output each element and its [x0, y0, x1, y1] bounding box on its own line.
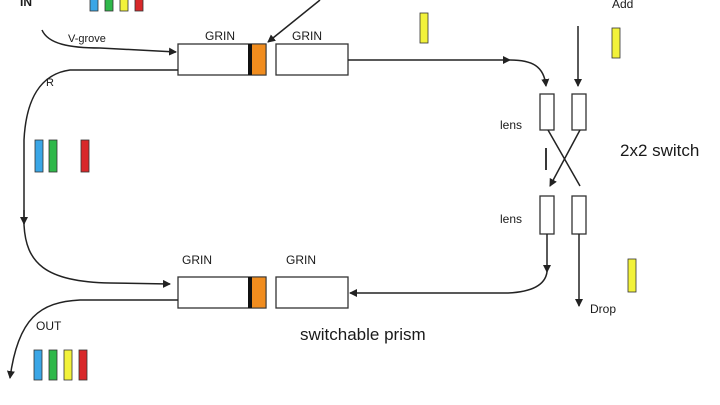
wavelength-group-r: [34, 139, 90, 173]
yellow-wavelength-bar: [627, 258, 637, 293]
label-drop: Drop: [590, 302, 616, 316]
lower-fiber-return: [349, 271, 548, 297]
blue-wavelength-bar: [34, 139, 44, 173]
red-wavelength-bar: [134, 0, 144, 12]
yellow-wavelength-bar: [63, 349, 73, 381]
yellow-wavelength-bar: [419, 12, 429, 44]
label-in: IN: [20, 0, 32, 9]
label-grin-top-right: GRIN: [292, 29, 322, 43]
lens-top-right: [571, 93, 587, 131]
label-grin-bottom-left: GRIN: [182, 253, 212, 267]
switch-cross-a: [547, 129, 581, 187]
prism-top-edge: [248, 44, 252, 75]
yellow-wavelength-bar: [119, 0, 129, 12]
green-wavelength-bar: [48, 349, 58, 381]
switch-cross-b: [549, 129, 581, 187]
red-wavelength-bar: [78, 349, 88, 381]
top-fiber-bend: [509, 59, 550, 87]
prism-top: [249, 43, 267, 76]
prism-bottom: [249, 276, 267, 309]
wavelength-group-drop: [627, 258, 637, 293]
label-out: OUT: [36, 319, 62, 333]
wavelength-group-out: [33, 349, 88, 381]
red-wavelength-bar: [80, 139, 90, 173]
prism-control-line: [267, 0, 321, 43]
lens-bottom-right: [571, 195, 587, 235]
label-lens-bottom: lens: [500, 212, 522, 226]
vgrove-input-fiber: [41, 29, 177, 56]
wavelength-group-mid: [419, 12, 429, 44]
wavelength-group-in: [89, 0, 144, 12]
blue-wavelength-bar: [33, 349, 43, 381]
green-wavelength-bar: [104, 0, 114, 12]
wavelength-group-add: [611, 27, 621, 59]
grin-top-right: [275, 43, 349, 76]
label-grin-bottom-right: GRIN: [286, 253, 316, 267]
prism-bottom-edge: [248, 277, 252, 308]
out-fiber: [6, 299, 178, 379]
label-switch: 2x2 switch: [620, 141, 699, 160]
label-add: Add: [612, 0, 633, 11]
yellow-wavelength-bar: [611, 27, 621, 59]
label-grin-top-left: GRIN: [205, 29, 235, 43]
label-prism: switchable prism: [300, 325, 426, 344]
lens-top-left: [539, 93, 555, 131]
grin-bottom-right: [275, 276, 349, 309]
blue-wavelength-bar: [89, 0, 99, 12]
label-lens-top: lens: [500, 118, 522, 132]
label-vgrove: V-grove: [68, 33, 106, 45]
green-wavelength-bar: [48, 139, 58, 173]
label-r: R: [46, 77, 54, 89]
r-loop-fiber: [23, 69, 178, 288]
lens-bottom-left: [539, 195, 555, 235]
